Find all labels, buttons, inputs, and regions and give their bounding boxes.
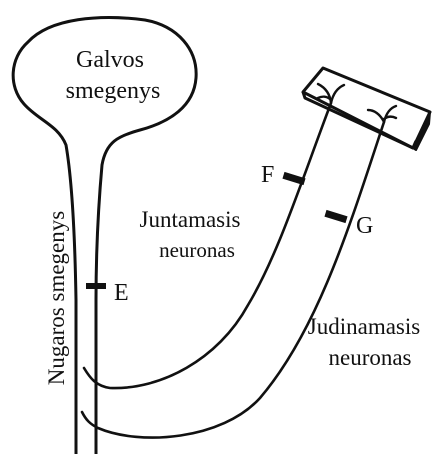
marker-e — [86, 283, 106, 289]
motor-neuron-label-line1: Judinamasis — [308, 314, 420, 339]
sensory-neuron-label-line1: Juntamasis — [140, 207, 241, 232]
motor-neuron-label-line2: neuronas — [328, 345, 411, 370]
spinal-cord-label: Nugaros smegenys — [44, 211, 69, 385]
motor-neuron-ending — [368, 106, 396, 122]
point-g-label: G — [356, 213, 373, 239]
sensory-neuron-label-line2: neuronas — [159, 238, 235, 262]
effector-box-outline — [303, 68, 430, 148]
brain-label-line2: smegenys — [66, 78, 161, 104]
point-f-label: F — [261, 162, 274, 188]
point-e-label: E — [114, 280, 129, 306]
effector-box-side-face — [413, 112, 430, 150]
brain-label-line1: Galvos — [76, 47, 144, 73]
marker-f — [282, 172, 305, 185]
marker-g — [324, 210, 347, 223]
